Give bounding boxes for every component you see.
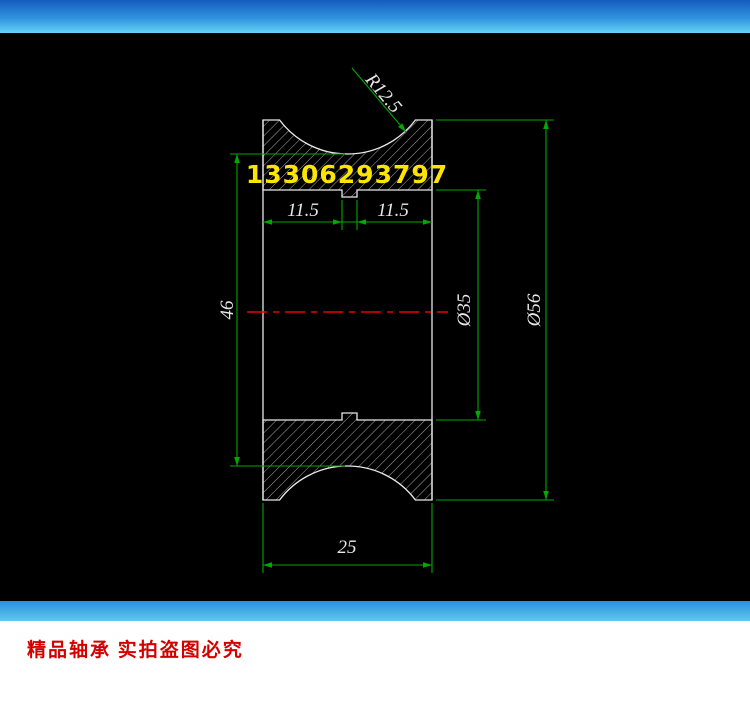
- footer: 精品轴承 实拍盗图必究: [0, 621, 750, 717]
- footer-text: 精品轴承 实拍盗图必究: [27, 640, 244, 661]
- phone-watermark: 13306293797: [246, 160, 448, 189]
- bottom-banner: [0, 601, 750, 621]
- groove-bottom-diameter-label: 46: [217, 300, 238, 320]
- part-top-flange: [262, 119, 433, 198]
- drawing-canvas: R12.5 13306293797 11.5 11.5 46 Ø35 Ø56 2…: [0, 33, 750, 601]
- outer-diameter-label: Ø56: [524, 293, 545, 327]
- cad-drawing: R12.5 13306293797 11.5 11.5 46 Ø35 Ø56 2…: [217, 67, 554, 573]
- dimension-arrows: [234, 120, 549, 568]
- part-bottom-flange: [262, 412, 433, 501]
- left-width-label: 11.5: [287, 200, 319, 221]
- dimension-lines: [230, 67, 554, 573]
- top-banner: [0, 0, 750, 33]
- radius-label: R12.5: [360, 69, 406, 118]
- overall-width-label: 25: [338, 537, 357, 558]
- bore-diameter-label: Ø35: [454, 294, 475, 328]
- right-width-label: 11.5: [377, 200, 409, 221]
